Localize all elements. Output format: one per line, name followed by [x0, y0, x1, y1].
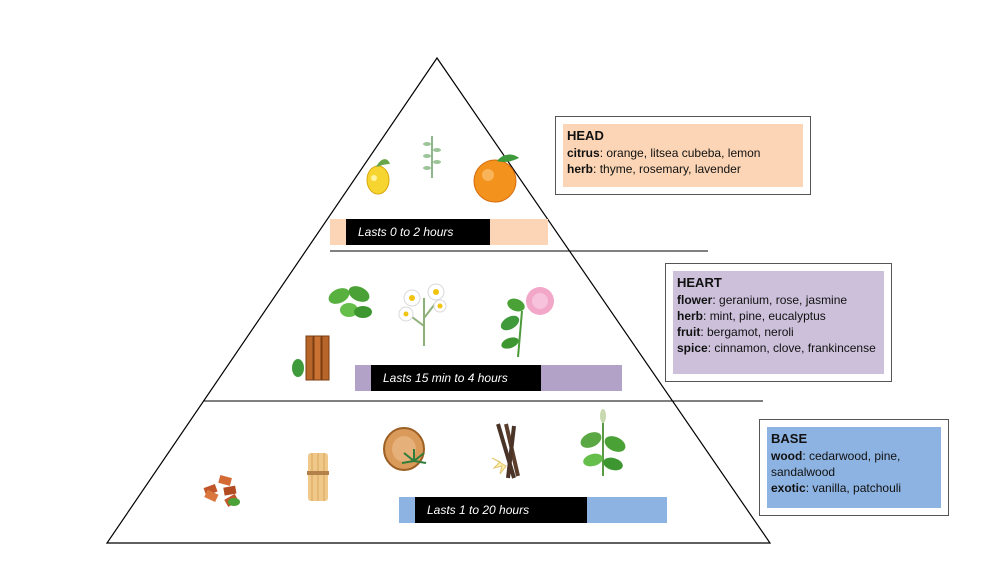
cinnamon-sticks-icon: [292, 335, 330, 381]
heart-notes-panel: HEART flower: geranium, rose, jasmine he…: [673, 271, 884, 374]
chamomile-icon: [398, 283, 447, 346]
head-duration-label: Lasts 0 to 2 hours: [346, 219, 490, 245]
note-key: flower: [677, 293, 713, 307]
heart-duration-label: Lasts 15 min to 4 hours: [371, 365, 541, 391]
note-key: citrus: [567, 146, 600, 160]
vetiver-bundle-icon: [307, 453, 329, 501]
note-value: orange, litsea cubeba, lemon: [606, 146, 761, 160]
head-title: HEAD: [567, 128, 604, 143]
note-colon: :: [703, 309, 710, 323]
note-colon: :: [805, 481, 813, 495]
note-value: mint, pine, eucalyptus: [709, 309, 826, 323]
base-duration-label: Lasts 1 to 20 hours: [415, 497, 587, 523]
patchouli-icon: [580, 409, 626, 476]
heart-notes-box: HEART flower: geranium, rose, jasmine he…: [665, 263, 892, 382]
note-key: herb: [567, 162, 594, 176]
rose-icon: [500, 287, 554, 358]
heart-note-spice: spice: cinnamon, clove, frankincense: [677, 340, 880, 356]
note-value: cinnamon, clove, frankincense: [714, 341, 876, 355]
note-value: cedarwood, pine, sandalwood: [771, 449, 901, 479]
note-colon: :: [593, 162, 600, 176]
lemon-icon: [366, 159, 390, 195]
wood-slice-icon: [383, 427, 427, 471]
heart-note-fruit: fruit: bergamot, neroli: [677, 324, 880, 340]
base-note-wood: wood: cedarwood, pine, sandalwood: [771, 448, 937, 480]
head-note-citrus: citrus: orange, litsea cubeba, lemon: [567, 145, 799, 161]
heart-note-flower: flower: geranium, rose, jasmine: [677, 292, 880, 308]
base-notes-box: BASE wood: cedarwood, pine, sandalwood e…: [759, 419, 949, 516]
note-value: geranium, rose, jasmine: [719, 293, 848, 307]
note-colon: :: [700, 325, 707, 339]
orange-icon: [473, 154, 519, 203]
base-note-exotic: exotic: vanilla, patchouli: [771, 480, 937, 496]
note-colon: :: [802, 449, 809, 463]
note-value: bergamot, neroli: [707, 325, 794, 339]
head-notes-box: HEAD citrus: orange, litsea cubeba, lemo…: [555, 116, 811, 195]
head-note-herb: herb: thyme, rosemary, lavender: [567, 161, 799, 177]
base-duration-bar: Lasts 1 to 20 hours: [399, 497, 667, 523]
heart-duration-bar: Lasts 15 min to 4 hours: [355, 365, 622, 391]
note-value: thyme, rosemary, lavender: [599, 162, 741, 176]
wood-chips-icon: [203, 474, 240, 507]
note-colon: :: [599, 146, 607, 160]
base-notes-panel: BASE wood: cedarwood, pine, sandalwood e…: [767, 427, 941, 508]
note-value: vanilla, patchouli: [812, 481, 902, 495]
head-notes-panel: HEAD citrus: orange, litsea cubeba, lemo…: [563, 124, 803, 187]
note-key: wood: [771, 449, 803, 463]
heart-note-herb: herb: mint, pine, eucalyptus: [677, 308, 880, 324]
head-duration-bar: Lasts 0 to 2 hours: [330, 219, 548, 245]
heart-title: HEART: [677, 275, 722, 290]
note-key: fruit: [677, 325, 701, 339]
mint-leaves-icon: [328, 286, 372, 318]
note-key: exotic: [771, 481, 806, 495]
base-title: BASE: [771, 431, 808, 446]
vanilla-icon: [491, 423, 520, 479]
note-key: spice: [677, 341, 708, 355]
note-key: herb: [677, 309, 704, 323]
thyme-sprig-icon: [423, 136, 441, 178]
note-colon: :: [712, 293, 720, 307]
note-colon: :: [707, 341, 715, 355]
